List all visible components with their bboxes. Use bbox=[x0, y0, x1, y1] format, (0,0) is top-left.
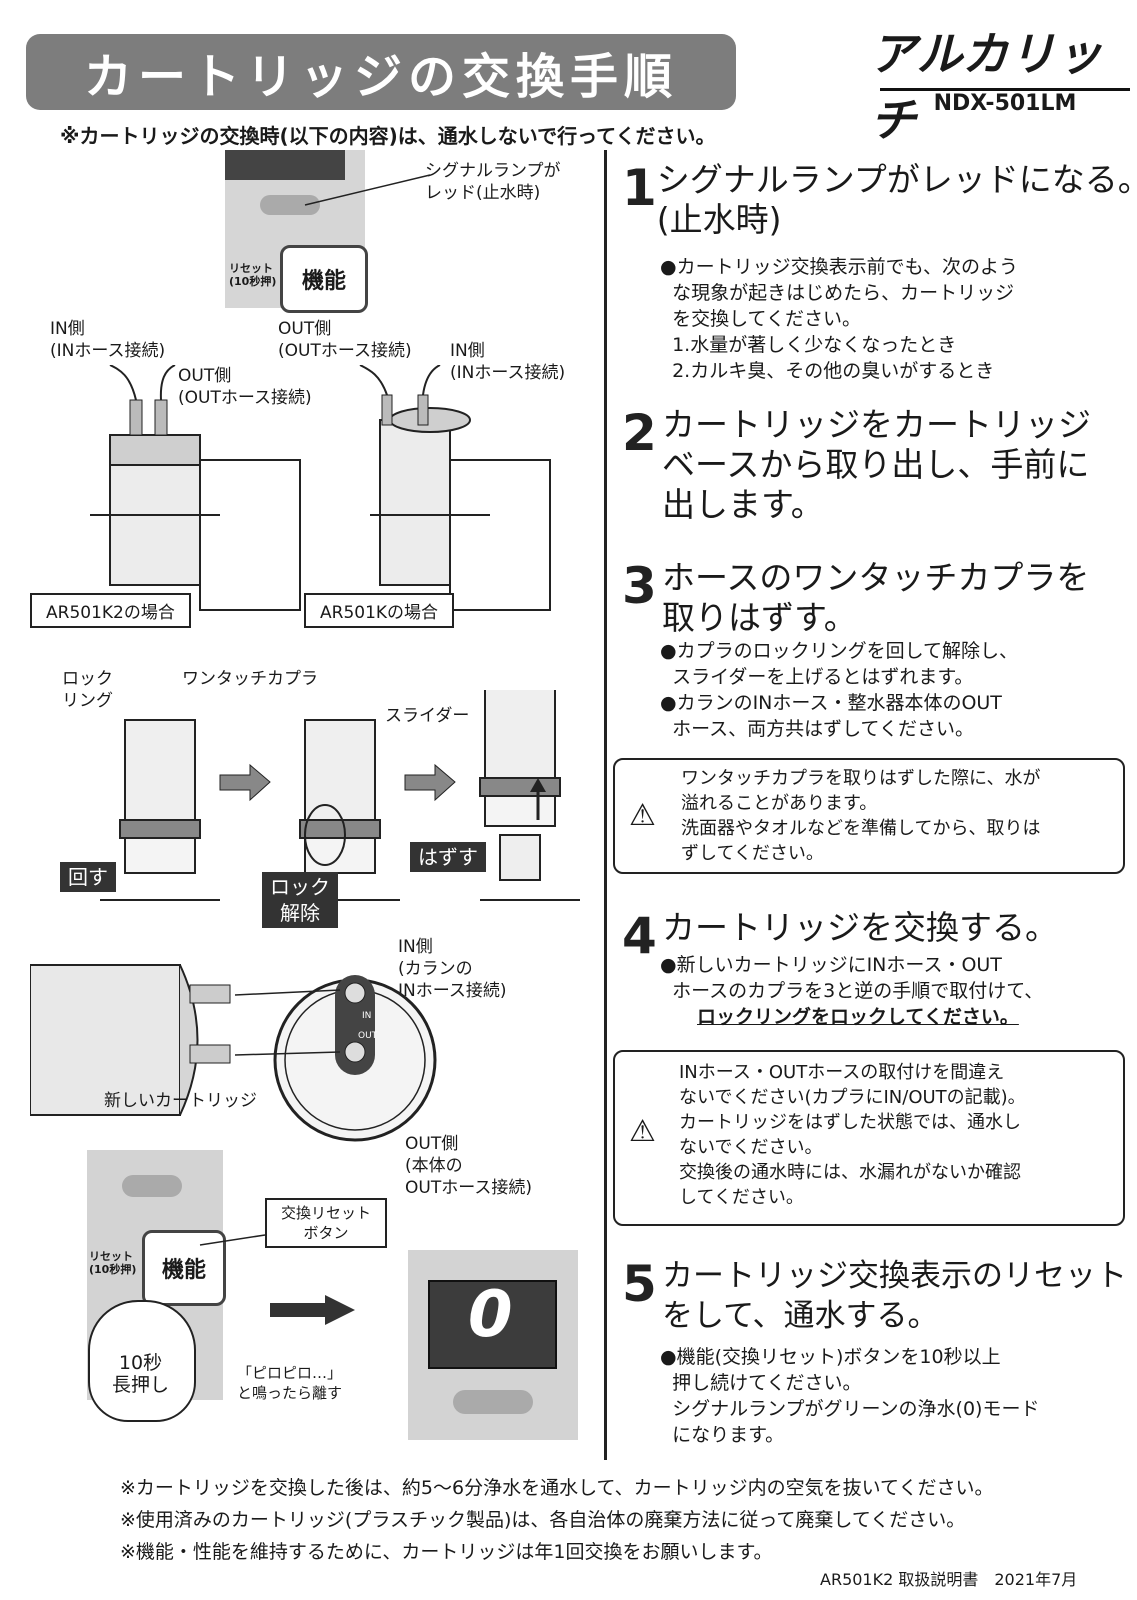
new-cartridge-figure: IN OUT bbox=[30, 964, 437, 1142]
reset-signal-lamp bbox=[122, 1175, 182, 1197]
new-out-side-label: OUT側 (本体の OUTホース接続) bbox=[405, 1134, 532, 1198]
reset-callout-leader bbox=[199, 1234, 266, 1246]
step-1-number: 1 bbox=[622, 159, 657, 217]
step-5-number: 5 bbox=[622, 1255, 657, 1313]
step-4-body: ●新しいカートリッジにINホース・OUT ホースのカプラを3と逆の手順で取付けて… bbox=[660, 954, 1044, 1002]
step-1-body: ●カートリッジ交換表示前でも、次のよう な現象が起きはじめたら、カートリッジ を… bbox=[660, 256, 1019, 382]
step-4-emphasis: ロックリングをロックしてください。 bbox=[697, 1006, 1019, 1028]
new-in-side-label: IN側 (カランの INホース接続) bbox=[398, 937, 507, 1001]
hand-press-icon bbox=[88, 1300, 196, 1422]
ar501k2-out-label: OUT側 (OUTホース接続) bbox=[178, 366, 312, 408]
control-panel-figure: 機能 リセット (10秒押) bbox=[225, 150, 368, 313]
out-mark: OUT bbox=[358, 1031, 378, 1041]
digit-display bbox=[428, 1280, 557, 1369]
remove-tag: はずす bbox=[410, 842, 486, 872]
display-signal-lamp bbox=[453, 1390, 533, 1414]
caution-box-2: ⚠ INホース・OUTホースの取付けを間違え ないでください(カプラにIN/OU… bbox=[613, 1050, 1125, 1226]
signal-lamp bbox=[260, 195, 320, 215]
slider-label: スライダー bbox=[385, 706, 470, 726]
reset-panel-label: リセット (10秒押) bbox=[89, 1250, 137, 1276]
model-number: NDX-501LM bbox=[880, 88, 1130, 119]
new-cartridge-label: 新しいカートリッジ bbox=[104, 1091, 257, 1111]
step-4: 4 カートリッジを交換する。 bbox=[622, 908, 1127, 964]
rotate-tag: 回す bbox=[60, 862, 116, 892]
top-note: ※カートリッジの交換時(以下の内容)は、通水しないで行ってください。 bbox=[60, 124, 716, 148]
column-divider bbox=[604, 150, 607, 1460]
step-1: 1 シグナルランプがレッドになる。 (止水時) bbox=[622, 159, 1137, 240]
page-title: カートリッジの交換手順 bbox=[26, 34, 736, 110]
page-footer: AR501K2 取扱説明書 2021年7月 bbox=[820, 1570, 1078, 1589]
reset-button-callout: 交換リセット ボタン bbox=[265, 1198, 388, 1248]
step-2-title: カートリッジをカートリッジ ベースから取り出し、手前に 出します。 bbox=[662, 405, 1091, 524]
ar501k-out-label: OUT側 (OUTホース接続) bbox=[278, 319, 412, 361]
signal-lamp-leader bbox=[304, 174, 431, 206]
beep-label: 「ピロピロ…」 と鳴ったら離す bbox=[237, 1364, 343, 1402]
footnote-3: ※機能・性能を維持するために、カートリッジは年1回交換をお願いします。 bbox=[120, 1541, 773, 1563]
reset-display-figure: 0 bbox=[408, 1250, 578, 1440]
reset-label: リセット (10秒押) bbox=[229, 262, 277, 288]
step-5-body: ●機能(交換リセット)ボタンを10秒以上 押し続けてください。 シグナルランプが… bbox=[660, 1346, 1040, 1446]
brand-logo: アルカリッチ bbox=[870, 27, 1104, 147]
step-3-title: ホースのワンタッチカプラを 取りはずす。 bbox=[662, 558, 1090, 637]
caution-box-1: ⚠ ワンタッチカプラを取りはずした際に、水が 溢れることがあります。 洗面器やタ… bbox=[613, 758, 1125, 874]
ar501k-in-label: IN側 (INホース接続) bbox=[450, 341, 566, 383]
step-2-number: 2 bbox=[622, 404, 657, 462]
coupler-removal-figure bbox=[100, 690, 580, 901]
step-3: 3 ホースのワンタッチカプラを 取りはずす。 bbox=[622, 558, 1127, 638]
in-mark: IN bbox=[362, 1011, 371, 1021]
ar501k2-in-label: IN側 (INホース接続) bbox=[50, 319, 166, 361]
step-4-number: 4 bbox=[622, 907, 657, 965]
caution-2-text: INホース・OUTホースの取付けを間違え ないでください(カプラにIN/OUTの… bbox=[679, 1062, 1026, 1208]
step-2: 2 カートリッジをカートリッジ ベースから取り出し、手前に 出します。 bbox=[622, 405, 1127, 525]
warning-icon: ⚠ bbox=[629, 798, 656, 833]
press-label: 10秒 長押し bbox=[112, 1352, 170, 1396]
display-window bbox=[225, 150, 345, 180]
function-button: 機能 bbox=[280, 245, 368, 313]
footnote-2: ※使用済みのカートリッジ(プラスチック製品)は、各自治体の廃棄方法に従って廃棄し… bbox=[120, 1509, 966, 1531]
step-5-title: カートリッジ交換表示のリセット をして、通水する。 bbox=[662, 1258, 1127, 1334]
footnote-1: ※カートリッジを交換した後は、約5～6分浄水を通水して、カートリッジ内の空気を抜… bbox=[120, 1477, 994, 1499]
ar501k-caption: AR501Kの場合 bbox=[304, 593, 455, 628]
step-4-title: カートリッジを交換する。 bbox=[662, 908, 1058, 947]
footnotes: ※カートリッジを交換した後は、約5～6分浄水を通水して、カートリッジ内の空気を抜… bbox=[120, 1472, 993, 1568]
signal-lamp-label: シグナルランプが レッド(止水時) bbox=[425, 161, 561, 203]
step-3-number: 3 bbox=[622, 557, 657, 615]
step-3-body: ●カプラのロックリングを回して解除し、 スライダーを上げるとはずれます。 ●カラ… bbox=[660, 640, 1019, 740]
lock-ring-label: ロック リング bbox=[62, 669, 113, 711]
digit-value: 0 bbox=[468, 1278, 513, 1352]
caution-1-text: ワンタッチカプラを取りはずした際に、水が 溢れることがあります。 洗面器やタオル… bbox=[681, 768, 1041, 864]
ar501k2-caption: AR501K2の場合 bbox=[30, 593, 191, 628]
unlock-tag: ロック 解除 bbox=[262, 872, 338, 928]
reset-arrow-icon bbox=[270, 1295, 355, 1325]
step-5: 5 カートリッジ交換表示のリセット をして、通水する。 bbox=[622, 1256, 1127, 1336]
step-1-title: シグナルランプがレッドになる。 (止水時) bbox=[656, 160, 1137, 239]
cartridge-types-figure bbox=[90, 365, 551, 611]
coupler-label: ワンタッチカプラ bbox=[182, 669, 318, 689]
warning-icon: ⚠ bbox=[629, 1114, 656, 1149]
